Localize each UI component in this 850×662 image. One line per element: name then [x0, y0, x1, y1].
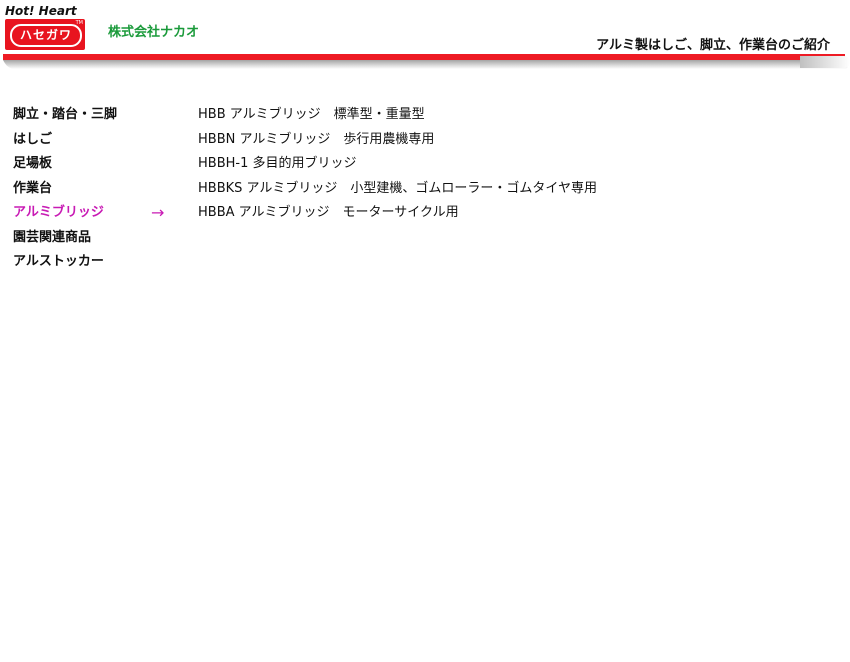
nav-item-label: 脚立・踏台・三脚: [13, 107, 118, 122]
product-link-hbba[interactable]: HBBA アルミブリッジ モーターサイクル用: [198, 205, 459, 220]
product-link-hbbks[interactable]: HBBKS アルミブリッジ 小型建機、ゴムローラー・ゴムタイヤ専用: [198, 180, 598, 196]
header: Hot! Heart ハセガワ TM 株式会社ナカオ アルミ製はしご、脚立、作業…: [0, 0, 850, 80]
page-heading: アルミ製はしご、脚立、作業台のご紹介: [596, 38, 830, 53]
nav-item-label: 作業台: [13, 180, 53, 196]
nav-item-scaffold-board[interactable]: 足場板: [13, 153, 193, 178]
nav-item-label: 足場板: [13, 156, 53, 171]
nav-item-ladder[interactable]: はしご: [13, 129, 193, 154]
header-divider-shadow: [3, 60, 850, 69]
nav-item-aluminum-bridge[interactable]: アルミブリッジ →: [13, 202, 193, 227]
arrow-right-icon: →: [151, 203, 165, 222]
nav-item-label: 園芸関連商品: [13, 229, 92, 245]
nav-item-label: アルストッカー: [13, 254, 104, 269]
nav-item-label: はしご: [13, 131, 53, 147]
brand-logo[interactable]: ハセガワ TM: [5, 19, 85, 50]
nav-item-stepladder[interactable]: 脚立・踏台・三脚: [13, 104, 193, 129]
nav-item-gardening[interactable]: 園芸関連商品: [13, 227, 193, 252]
product-list: HBB アルミブリッジ 標準型・重量型 HBBN アルミブリッジ 歩行用農機専用…: [198, 104, 818, 227]
nav-item-label: アルミブリッジ: [13, 205, 104, 220]
trademark-mark: TM: [75, 20, 83, 26]
logo-tagline: Hot! Heart: [5, 4, 77, 18]
product-link-hbbn[interactable]: HBBN アルミブリッジ 歩行用農機専用: [198, 131, 435, 147]
company-name: 株式会社ナカオ: [108, 25, 200, 40]
logo-text: ハセガワ: [10, 24, 82, 47]
nav-item-alstocker[interactable]: アルストッカー: [13, 251, 193, 276]
nav-item-work-platform[interactable]: 作業台: [13, 178, 193, 203]
category-nav: 脚立・踏台・三脚 はしご 足場板 作業台 アルミブリッジ → 園芸関連商品 アルス…: [13, 104, 193, 276]
product-link-hbb[interactable]: HBB アルミブリッジ 標準型・重量型: [198, 107, 425, 122]
product-link-hbbh-1[interactable]: HBBH-1 多目的用ブリッジ: [198, 156, 357, 171]
header-divider: [3, 54, 845, 60]
header-divider-shadow-end: [800, 56, 850, 68]
